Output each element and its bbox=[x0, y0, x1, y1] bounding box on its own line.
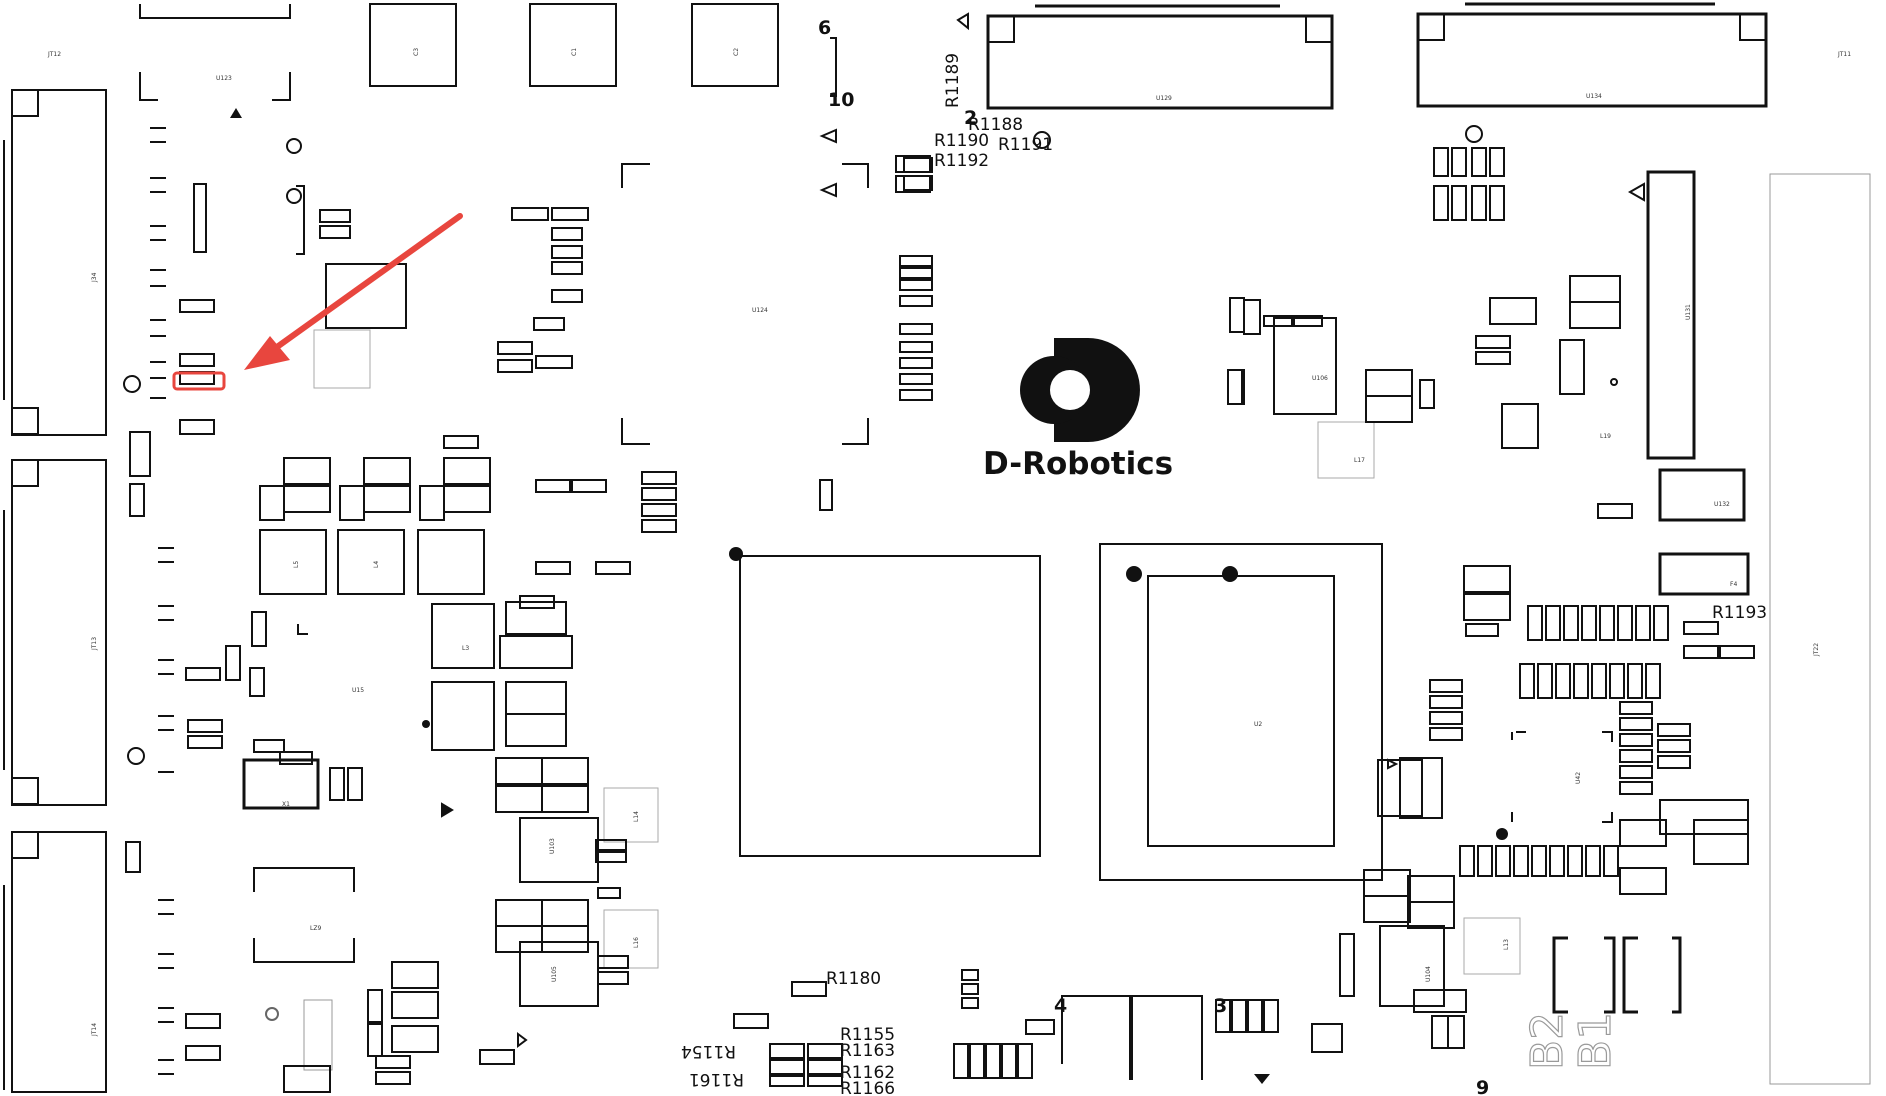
small-refdes-label: U123 bbox=[216, 75, 232, 82]
fiducial-dots bbox=[230, 108, 1508, 1084]
highlight-box bbox=[172, 371, 226, 391]
left-connector-middle bbox=[3, 459, 107, 806]
small-refdes-label: JT12 bbox=[47, 51, 61, 58]
small-refdes-label: U104 bbox=[1425, 966, 1432, 982]
small-refdes-label: C3 bbox=[413, 48, 420, 56]
bottom-resistors bbox=[733, 157, 1055, 1087]
corner-marks-u124 bbox=[621, 163, 869, 445]
bracket-lz9 bbox=[253, 867, 355, 963]
top-connector-u134 bbox=[1416, 2, 1768, 108]
caps-cluster-right bbox=[1215, 297, 1755, 1053]
small-refdes-label: U103 bbox=[549, 838, 556, 854]
small-refdes-label: U129 bbox=[1156, 95, 1172, 102]
small-refdes-label: U134 bbox=[1586, 93, 1602, 100]
small-refdes-label: U131 bbox=[1685, 304, 1692, 320]
pin-number-label: 2 bbox=[964, 107, 977, 129]
brand-logo: D-Robotics bbox=[983, 338, 1173, 482]
silkscreen-partial-label: B1 bbox=[1570, 1012, 1621, 1070]
soc-chip bbox=[739, 555, 1041, 857]
small-refdes-label: JT11 bbox=[1837, 51, 1851, 58]
refdes-label: R1166 bbox=[840, 1079, 895, 1096]
small-refdes-label: L13 bbox=[1503, 939, 1510, 950]
resistor-array-right bbox=[1429, 605, 1691, 877]
small-refdes-label: L17 bbox=[1354, 457, 1365, 464]
resistor-array-left bbox=[179, 207, 677, 1085]
pin-number-label: 6 bbox=[818, 17, 831, 39]
small-refdes-label: L16 bbox=[633, 937, 640, 948]
small-refdes-label: U106 bbox=[1312, 375, 1328, 382]
small-refdes-label: L14 bbox=[633, 811, 640, 822]
bottom-connector-4 bbox=[1129, 995, 1203, 1080]
small-refdes-label: JT14 bbox=[91, 1023, 98, 1037]
refdes-label: R1161 bbox=[689, 1069, 744, 1089]
small-refdes-label: F4 bbox=[1730, 581, 1737, 588]
left-diode-column bbox=[125, 127, 305, 1075]
soc-chip-u2 bbox=[1099, 543, 1383, 881]
small-refdes-label: LZ9 bbox=[310, 925, 321, 932]
refdes-label: R1192 bbox=[934, 151, 989, 171]
refdes-label: R1163 bbox=[840, 1041, 895, 1061]
small-refdes-label: JT13 bbox=[91, 637, 98, 651]
resistor-array-mid bbox=[895, 155, 933, 401]
pin-number-label: 4 bbox=[1054, 995, 1067, 1017]
pin-number-label: 10 bbox=[828, 89, 854, 111]
top-bracket-u123 bbox=[139, 4, 291, 101]
bottom-connector-3 bbox=[1061, 995, 1133, 1080]
small-refdes-label: X1 bbox=[282, 801, 290, 808]
small-refdes-label: L19 bbox=[1600, 433, 1611, 440]
silkscreen-partial-label: B2 bbox=[1522, 1012, 1573, 1070]
small-refdes-label: U105 bbox=[551, 966, 558, 982]
refdes-label: R1188 bbox=[968, 115, 1023, 135]
refdes-label: R1193 bbox=[1712, 603, 1767, 623]
small-refdes-label: U2 bbox=[1254, 721, 1262, 728]
bottom-right-brackets bbox=[1552, 936, 1682, 1014]
caps-cluster-left bbox=[225, 435, 589, 1093]
small-refdes-label: L5 bbox=[293, 561, 300, 568]
small-refdes-label: L3 bbox=[462, 645, 469, 652]
small-refdes-label: U124 bbox=[752, 307, 768, 314]
pin-number-label: 9 bbox=[1476, 1077, 1489, 1096]
pin-number-label: 3 bbox=[1214, 995, 1227, 1017]
top-connector-u129 bbox=[986, 4, 1334, 110]
refdes-label: R1190 bbox=[934, 131, 989, 151]
small-refdes-label: U15 bbox=[352, 687, 364, 694]
resistor-array-top-right bbox=[1227, 147, 1633, 519]
small-refdes-label: U42 bbox=[1575, 772, 1582, 784]
left-connector-top bbox=[3, 89, 107, 436]
refdes-label: R1191 bbox=[998, 135, 1053, 155]
refdes-label: R1180 bbox=[826, 969, 881, 989]
refdes-label: R1162 bbox=[840, 1063, 895, 1083]
small-refdes-label: C1 bbox=[571, 48, 578, 56]
refdes-label: R1154 bbox=[681, 1041, 736, 1061]
small-refdes-label: JT22 bbox=[1813, 643, 1820, 657]
brand-name: D-Robotics bbox=[983, 446, 1173, 482]
small-refdes-label: L4 bbox=[373, 561, 380, 568]
left-connector-bottom bbox=[3, 831, 107, 1093]
small-refdes-label: U132 bbox=[1714, 501, 1730, 508]
small-refdes-label: J34 bbox=[91, 272, 98, 283]
refdes-label: R1189 bbox=[943, 53, 963, 108]
annotation-arrow bbox=[244, 213, 463, 370]
small-refdes-label: C2 bbox=[733, 48, 740, 56]
refdes-label: R1155 bbox=[840, 1025, 895, 1045]
